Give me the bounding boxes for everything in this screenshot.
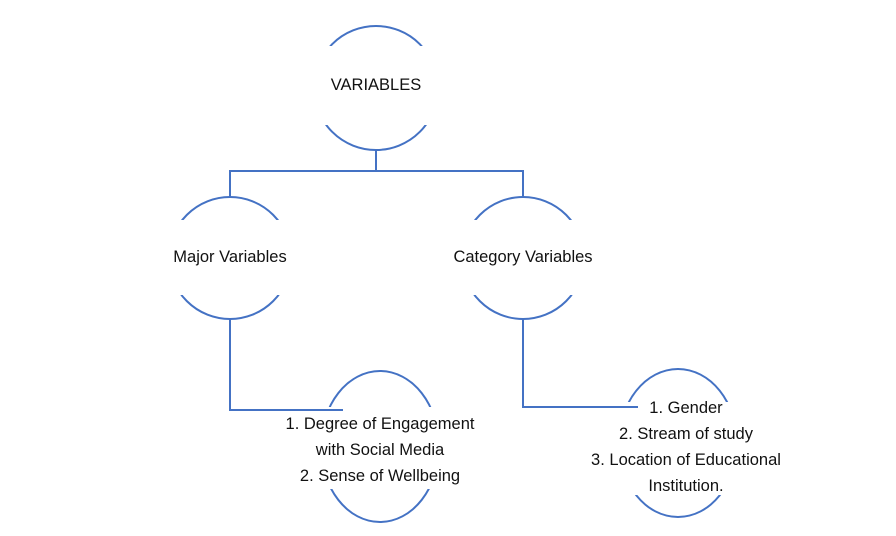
connector-category-drop — [522, 170, 524, 197]
category-variables-list: 1. Gender 2. Stream of study 3. Location… — [531, 395, 841, 499]
major-variables-list: 1. Degree of Engagement with Social Medi… — [225, 411, 535, 489]
connector-major-drop — [229, 170, 231, 197]
connector-branch-bar — [229, 170, 524, 172]
connector-major-elbow-horizontal — [229, 409, 343, 411]
list-line: 1. Degree of Engagement — [285, 415, 475, 433]
category-variables-list-band — [598, 402, 758, 495]
major-variables-list-band — [300, 407, 460, 489]
list-line: 2. Stream of study — [619, 425, 753, 443]
major-variables-node-label: Major Variables — [152, 220, 308, 295]
list-line: with Social Media — [315, 441, 445, 459]
connector-root-stem — [375, 150, 377, 172]
list-line: Institution. — [648, 477, 724, 495]
list-line: 3. Location of Educational — [591, 451, 781, 469]
list-line: 1. Gender — [649, 399, 723, 417]
connector-category-elbow-horizontal — [522, 406, 638, 408]
connector-major-elbow-vertical — [229, 319, 231, 411]
root-node-label: VARIABLES — [299, 46, 453, 125]
list-line: 2. Sense of Wellbeing — [299, 467, 461, 485]
connector-category-elbow-vertical — [522, 319, 524, 408]
category-variables-node-label: Category Variables — [445, 220, 601, 295]
